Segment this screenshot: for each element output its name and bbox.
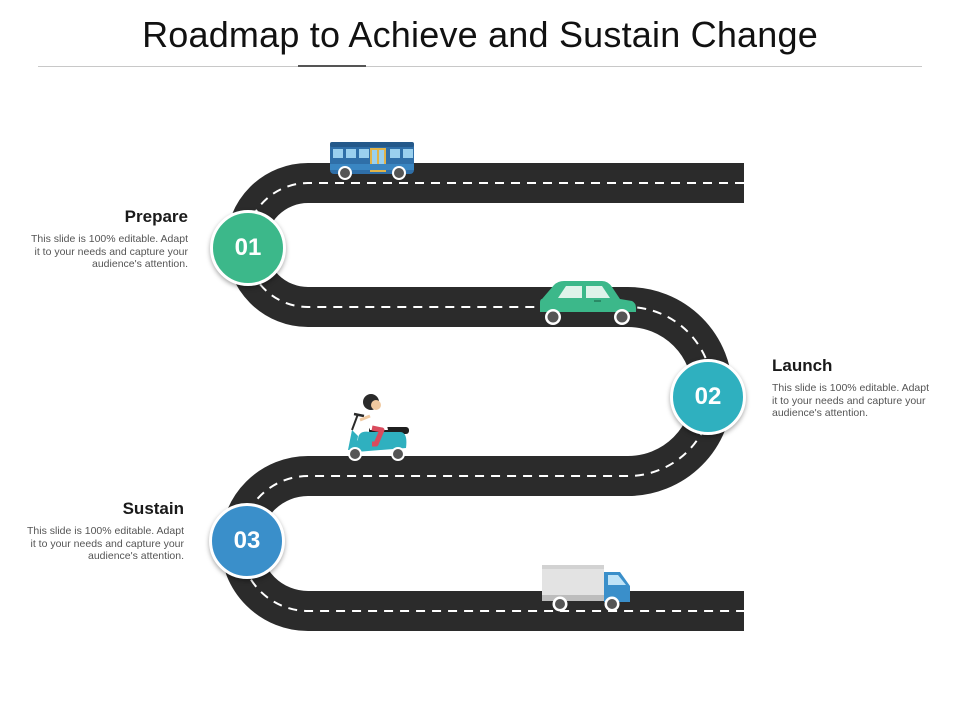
bus-icon: [330, 142, 414, 180]
page-title: Roadmap to Achieve and Sustain Change: [142, 14, 818, 55]
car-icon: [540, 281, 636, 325]
road: [220, 163, 744, 631]
step-description: This slide is 100% editable. Adapt it to…: [30, 233, 188, 270]
truck-icon: [542, 565, 630, 612]
step-badge-01: 01: [210, 210, 286, 286]
title-divider: [38, 66, 922, 67]
road-lane-marking: [239, 182, 744, 612]
step-badge-03: 03: [209, 503, 285, 579]
step-title: Sustain: [122, 499, 184, 518]
step-text-launch: Launch This slide is 100% editable. Adap…: [772, 356, 932, 420]
step-text-sustain: Sustain This slide is 100% editable. Ada…: [24, 499, 184, 563]
step-title: Launch: [772, 356, 833, 375]
step-badge-02: 02: [670, 359, 746, 435]
step-description: This slide is 100% editable. Adapt it to…: [772, 382, 930, 419]
step-description: This slide is 100% editable. Adapt it to…: [26, 525, 184, 562]
step-number: 01: [234, 234, 262, 261]
step-number: 02: [694, 383, 722, 410]
title-divider-accent: [298, 65, 366, 67]
scooter-rider-icon: [348, 394, 409, 461]
step-number: 03: [233, 527, 261, 554]
step-text-prepare: Prepare This slide is 100% editable. Ada…: [28, 207, 188, 271]
step-title: Prepare: [124, 207, 188, 226]
